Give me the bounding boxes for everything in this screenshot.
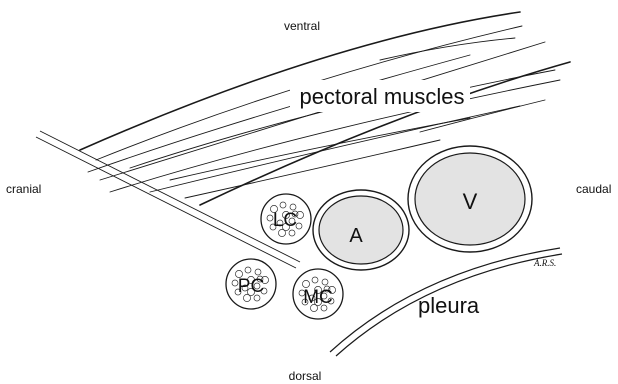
label-pleura: pleura: [418, 293, 480, 318]
medial-cord: MC: [293, 269, 343, 319]
label-pectoral-muscles: pectoral muscles: [299, 84, 464, 109]
orientation-dorsal: dorsal: [289, 369, 322, 383]
fascia-line-upper: [40, 131, 300, 262]
lateral-cord: LC: [261, 194, 311, 244]
orientation-cranial: cranial: [6, 182, 41, 196]
orientation-caudal: caudal: [576, 182, 611, 196]
fascia-line: [36, 131, 300, 268]
label-medial-cord: MC: [303, 287, 333, 308]
label-artery: A: [349, 225, 363, 247]
label-posterior-cord: PC: [238, 276, 264, 297]
orientation-ventral: ventral: [284, 19, 320, 33]
label-vein: V: [463, 189, 478, 214]
label-lateral-cord: LC: [273, 210, 297, 231]
artist-signature: A.R.S.: [533, 258, 556, 268]
posterior-cord: PC: [226, 259, 276, 309]
